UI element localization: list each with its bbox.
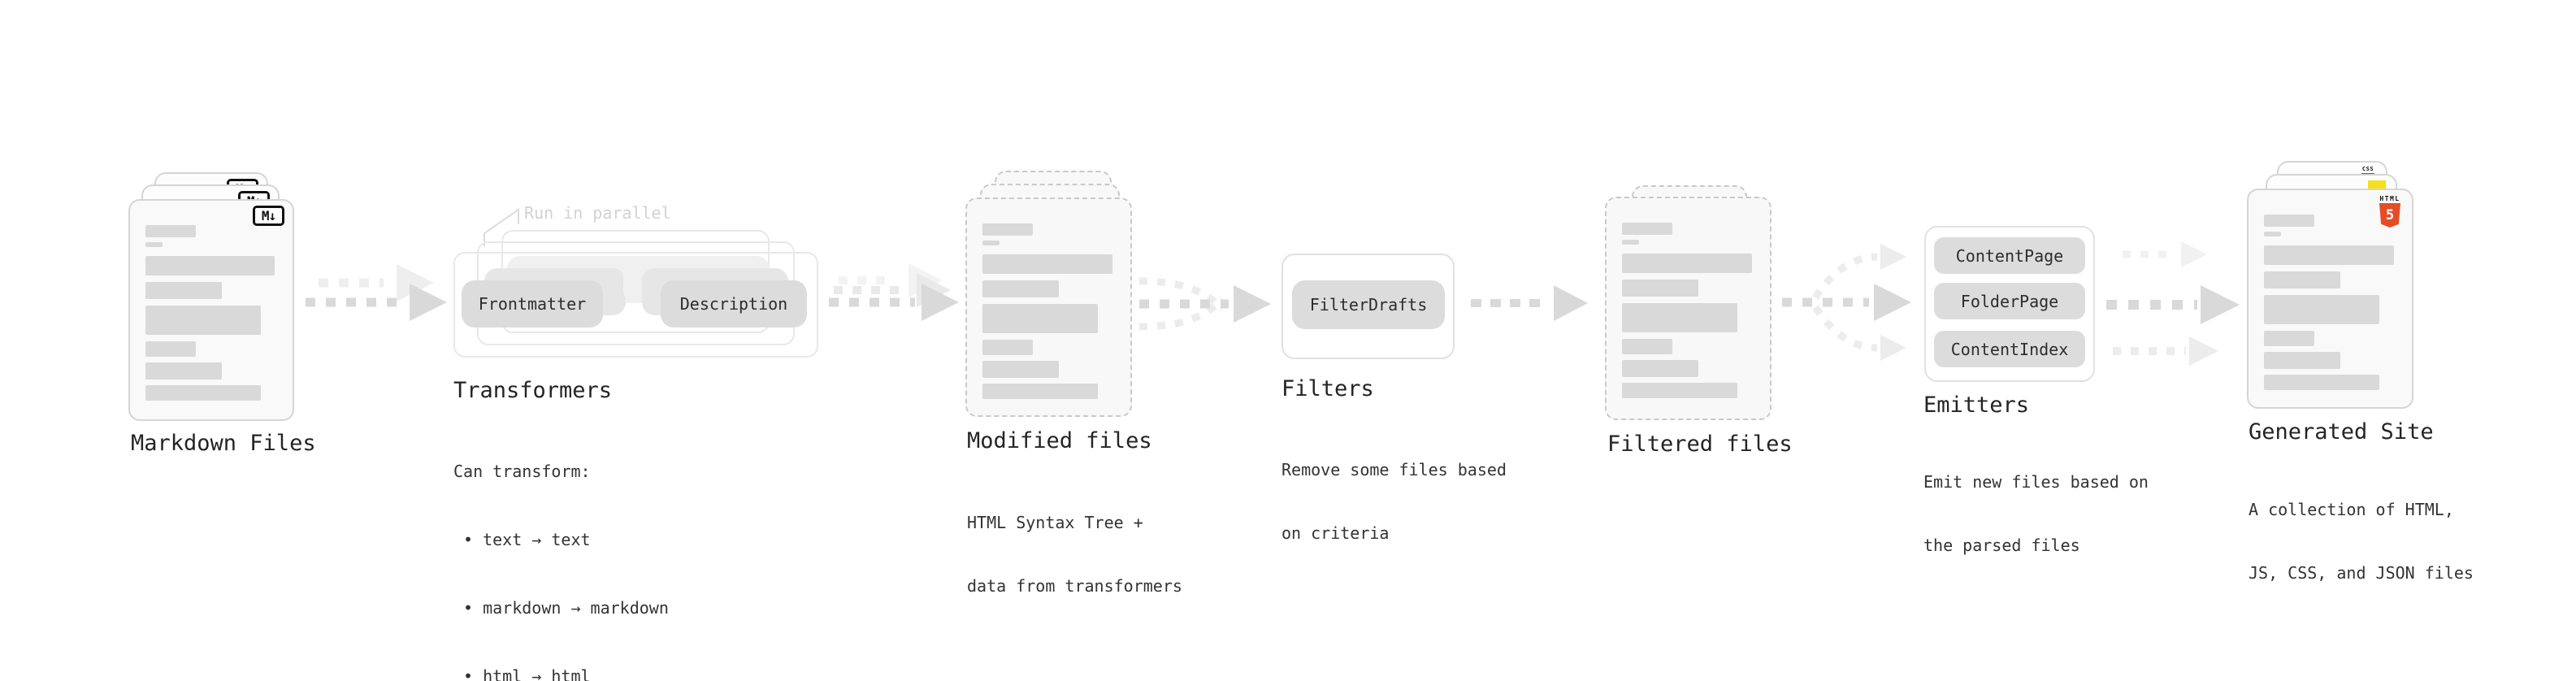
transformers-notes: Can transform: • text → text • markdown … bbox=[453, 414, 669, 681]
html5-icon: HTML 5 bbox=[2376, 195, 2404, 228]
stage-label-generated-site: Generated Site bbox=[2249, 419, 2434, 445]
stage-label-filtered-files: Filtered files bbox=[1607, 432, 1793, 457]
file-card: M↓ bbox=[128, 199, 294, 421]
stage-label-filters: Filters bbox=[1281, 376, 1374, 401]
arrow-emitters-to-generated bbox=[2106, 241, 2240, 366]
stage-label-transformers: Transformers bbox=[453, 378, 613, 403]
content-page-pill: ContentPage bbox=[1934, 237, 2085, 274]
arrow-filters-to-filtered bbox=[1471, 285, 1588, 321]
arrow-filtered-to-emitters bbox=[1782, 244, 1911, 361]
file-skeleton bbox=[1622, 223, 1752, 398]
run-in-parallel-annotation: Run in parallel bbox=[524, 203, 671, 223]
description-pill: Description bbox=[661, 280, 807, 327]
transformers-bullet: • text → text bbox=[463, 530, 591, 549]
generated-notes: A collection of HTML, JS, CSS, and JSON … bbox=[2249, 500, 2474, 583]
stage-label-emitters: Emitters bbox=[1923, 393, 2030, 418]
transformers-bullet: • markdown → markdown bbox=[463, 598, 669, 618]
modified-notes: HTML Syntax Tree + data from transformer… bbox=[967, 513, 1182, 596]
file-skeleton bbox=[2264, 215, 2394, 390]
stage-label-markdown-files: Markdown Files bbox=[131, 431, 316, 456]
emitters-notes: Emit new files based on the parsed files bbox=[1923, 472, 2149, 555]
transformers-notes-title: Can transform: bbox=[453, 462, 591, 481]
arrow-markdown-to-transformers bbox=[306, 264, 447, 321]
file-skeleton bbox=[145, 225, 275, 401]
frontmatter-pill: Frontmatter bbox=[462, 280, 603, 327]
folder-page-pill: FolderPage bbox=[1934, 283, 2085, 319]
file-card bbox=[1605, 197, 1772, 420]
arrow-modified-to-filters bbox=[1138, 277, 1271, 331]
filters-notes: Remove some files based on criteria bbox=[1281, 460, 1507, 543]
file-skeleton bbox=[982, 223, 1112, 399]
transformers-bullet: • html → html bbox=[463, 666, 591, 681]
markdown-icon: M↓ bbox=[253, 206, 284, 226]
parallel-layer bbox=[453, 252, 818, 358]
annotation-callout-line bbox=[484, 208, 519, 246]
stage-label-modified-files: Modified files bbox=[967, 428, 1152, 453]
arrow-transformers-to-modified bbox=[829, 263, 959, 321]
js-icon bbox=[2368, 180, 2386, 191]
file-card: HTML 5 bbox=[2247, 189, 2413, 409]
content-index-pill: ContentIndex bbox=[1934, 331, 2085, 367]
file-card bbox=[965, 197, 1132, 417]
filter-drafts-pill: FilterDrafts bbox=[1292, 280, 1445, 329]
